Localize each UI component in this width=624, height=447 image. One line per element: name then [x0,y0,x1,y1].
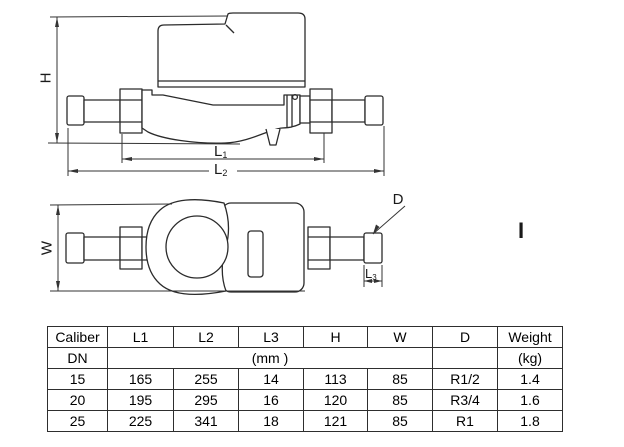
table-header-row: Caliber L1 L2 L3 H W D Weight [47,326,563,348]
data-cell: 85 [367,410,433,432]
table-row-dn25: 25 225 341 18 121 85 R1 1.8 [47,410,563,432]
data-cell: 255 [173,368,239,390]
data-cell: 225 [107,410,174,432]
technical-drawing: H L1 L2 [38,12,524,295]
table-row-dn15: 15 165 255 14 113 85 R1/2 1.4 [47,368,563,390]
subheader-cell-dn: DN [47,347,108,369]
top-right-nut [307,226,331,270]
arrow-w-top [56,205,60,215]
right-pipe [331,99,366,123]
data-cell: 14 [238,368,304,390]
arrow-h-top [55,17,59,27]
data-cell: 85 [367,389,433,411]
top-view-dimensions [49,203,406,292]
arrow-l1-right [314,157,324,161]
display-window [247,230,264,278]
arrow-w-bottom [56,281,60,291]
data-cell: 1.8 [497,410,563,432]
dim-label-d: D [393,191,404,208]
arrow-l3-left [364,279,372,283]
data-cell: 16 [238,389,304,411]
data-cell: 1.6 [497,389,563,411]
right-thread-end [364,95,384,126]
register-dial-circle [165,215,229,279]
left-thread-end [66,95,85,126]
top-view [65,199,383,295]
header-cell-weight: Weight [497,326,563,348]
arrow-l2-left [68,169,78,173]
header-cell-l2: L2 [173,326,239,348]
data-cell: 341 [173,410,239,432]
side-view-arrowheads [55,17,384,173]
top-right-pipe [329,236,365,261]
data-cell: R1/2 [432,368,498,390]
table-subheader-row: DN (mm ) (kg) [47,347,563,369]
data-cell: R3/4 [432,389,498,411]
arrow-h-bottom [55,133,59,143]
header-cell-caliber: Caliber [47,326,108,348]
body-bottom-tab [265,128,281,146]
data-cell: 18 [238,410,304,432]
dim-label-h: H [38,73,55,84]
top-left-thread-end [65,232,85,264]
side-view-dimensions [47,15,385,176]
top-right-thread-end [363,232,383,264]
data-cell: 195 [107,389,174,411]
subheader-cell-d-empty [432,347,498,369]
subheader-cell-kg-unit: (kg) [497,347,563,369]
header-cell-l3: L3 [238,326,304,348]
table-row-dn20: 20 195 295 16 120 85 R3/4 1.6 [47,389,563,411]
data-cell: 85 [367,368,433,390]
header-cell-l1: L1 [107,326,174,348]
header-cell-w: W [367,326,433,348]
data-cell: 165 [107,368,174,390]
data-cell: 121 [303,410,368,432]
data-cell: 1.4 [497,368,563,390]
header-cell-d: D [432,326,498,348]
top-view-arrowheads [56,205,382,291]
arrow-l2-right [374,169,384,173]
arrow-l3-right [374,279,382,283]
register-housing [157,12,306,88]
dimension-table: Caliber L1 L2 L3 H W D Weight DN (mm ) (… [47,326,563,432]
data-cell: 113 [303,368,368,390]
data-cell: 25 [47,410,108,432]
data-cell: 295 [173,389,239,411]
dim-label-w: W [39,240,56,255]
top-left-nut [119,226,143,270]
data-cell: 15 [47,368,108,390]
dim-label-l1: L1 [214,143,227,160]
side-view [66,12,384,146]
header-cell-h: H [303,326,368,348]
top-left-pipe [83,236,121,261]
dim-label-l2: L2 [214,161,227,178]
dim-label-l3: L3 [365,266,377,282]
data-cell: 120 [303,389,368,411]
data-cell: R1 [432,410,498,432]
arrow-l1-left [122,157,132,161]
left-nut [119,88,143,134]
spec-table-container: Caliber L1 L2 L3 H W D Weight DN (mm ) (… [47,326,563,432]
data-cell: 20 [47,389,108,411]
stray-i-mark: I [518,218,524,243]
right-nut [309,88,333,134]
subheader-cell-mm-unit: (mm ) [107,347,433,369]
arrow-d-leader [373,224,380,234]
seal-dot [291,93,299,101]
left-pipe [83,99,121,123]
